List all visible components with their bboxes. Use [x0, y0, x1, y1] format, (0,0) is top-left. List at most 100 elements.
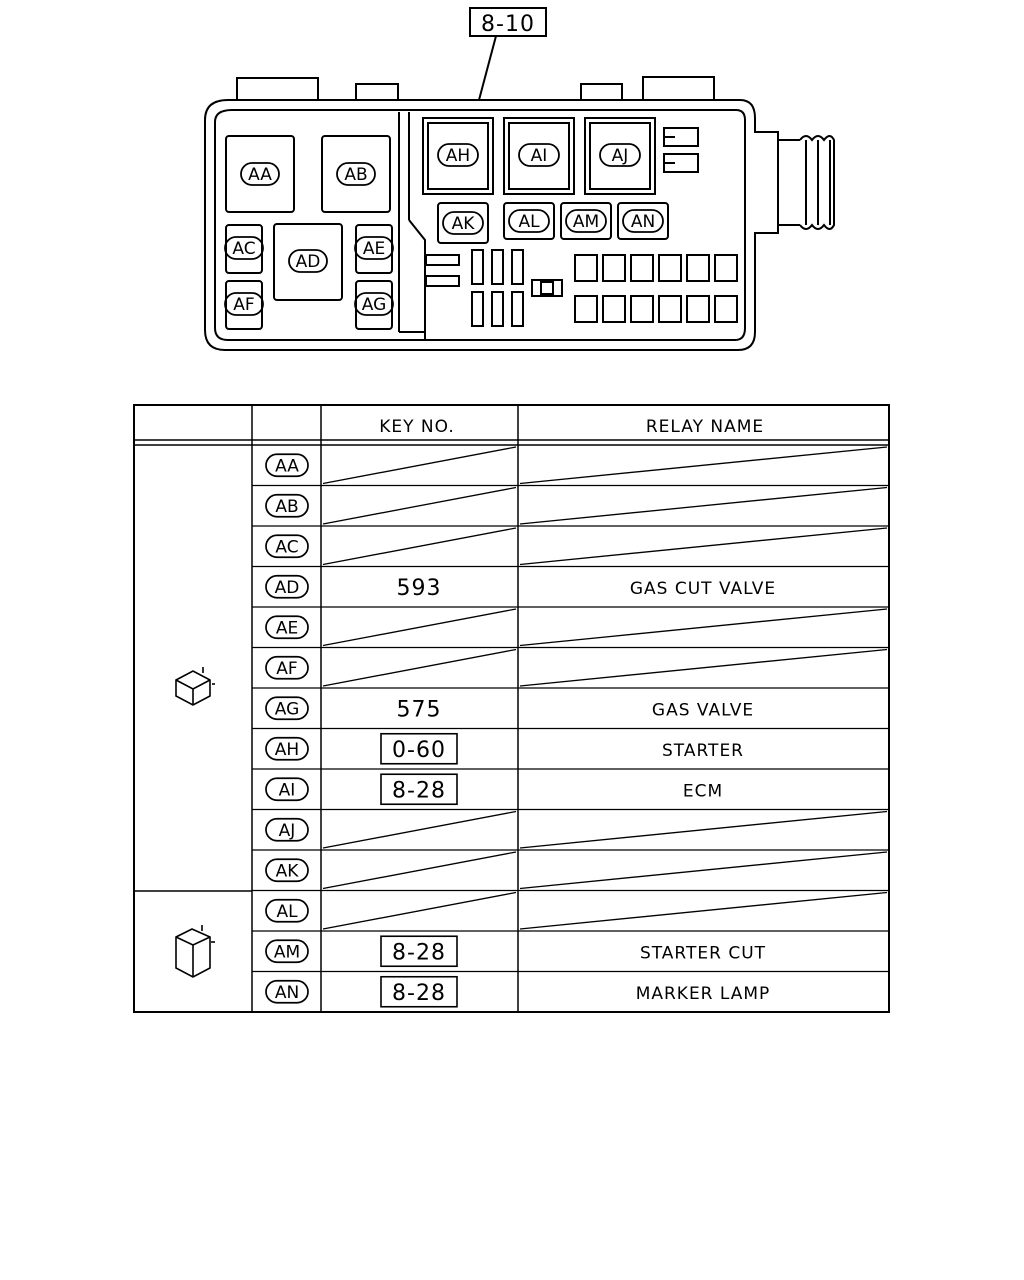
- slot-ah: [422, 117, 494, 195]
- empty-name-slash: [519, 608, 888, 647]
- row-relay-name: MARKER LAMP: [636, 984, 771, 1004]
- empty-name-slash: [519, 891, 888, 930]
- row-relay-name: ECM: [683, 781, 723, 801]
- slot-ab: [321, 135, 391, 213]
- slot-tag-af: AF: [233, 295, 254, 315]
- slot-aa: [225, 135, 295, 213]
- reference-box: [469, 7, 547, 37]
- key-ref-box: [380, 975, 458, 1008]
- table-row: AG 575 GAS VALVE: [252, 696, 889, 730]
- row-tag: AC: [275, 537, 298, 557]
- relay-table: [133, 404, 890, 1013]
- fuse-slots: [425, 249, 738, 327]
- empty-key-slash: [322, 608, 517, 647]
- empty-name-slash: [519, 446, 888, 485]
- slot-af: [225, 280, 263, 330]
- row-tag: AH: [275, 740, 299, 760]
- slot-tag-ak: AK: [452, 214, 476, 234]
- table-row: AB: [252, 486, 889, 527]
- empty-key-slash: [322, 891, 517, 930]
- row-tag: AN: [275, 983, 299, 1003]
- row-tag: AM: [274, 942, 300, 962]
- slot-ai: [503, 117, 575, 195]
- slot-ak: [437, 202, 489, 244]
- row-key-no: 593: [397, 576, 442, 601]
- row-relay-name: GAS CUT VALVE: [630, 579, 776, 599]
- empty-name-slash: [519, 810, 888, 849]
- table-row: AH 0-60 STARTER: [252, 732, 889, 770]
- row-tag: AL: [276, 902, 298, 922]
- empty-key-slash: [322, 446, 517, 485]
- row-relay-name: STARTER CUT: [640, 943, 766, 963]
- key-ref-box: [380, 935, 458, 968]
- header-relay-name: RELAY NAME: [646, 417, 764, 437]
- relay-type-icon-tall: [175, 925, 215, 978]
- slot-ae: [355, 224, 393, 274]
- row-tag: AJ: [279, 821, 296, 841]
- slot-am: [560, 202, 612, 240]
- slot-tag-aa: AA: [248, 165, 272, 185]
- row-tag: AG: [275, 699, 300, 719]
- row-tag: AD: [275, 578, 300, 598]
- table-row: AL: [252, 891, 889, 932]
- key-ref-box: [380, 773, 458, 806]
- row-tag: AE: [276, 618, 298, 638]
- table-rows: AA AB AC AD 593 GAS CUT VALVE AE AF AG 575 GAS VAL…: [252, 446, 889, 1008]
- slot-an: [617, 202, 669, 240]
- empty-key-slash: [322, 486, 517, 525]
- slot-tag-ad: AD: [296, 252, 321, 272]
- leader-line: [478, 35, 497, 101]
- slot-tag-an: AN: [631, 212, 655, 232]
- table-row: AF: [252, 648, 889, 689]
- empty-key-slash: [322, 810, 517, 849]
- header-key-no: KEY NO.: [379, 417, 455, 437]
- slot-tag-ae: AE: [363, 239, 385, 259]
- empty-name-slash: [519, 648, 888, 687]
- table-row: AM 8-28 STARTER CUT: [252, 935, 889, 973]
- row-relay-name: STARTER: [662, 741, 744, 761]
- slot-ad: [273, 223, 343, 301]
- slot-tag-ac: AC: [232, 239, 255, 259]
- row-key-no: 575: [397, 697, 442, 722]
- row-key-no: 0-60: [392, 738, 446, 763]
- row-key-no: 8-28: [392, 778, 446, 803]
- empty-name-slash: [519, 527, 888, 566]
- slot-tag-ai: AI: [531, 146, 548, 166]
- empty-key-slash: [322, 648, 517, 687]
- row-tag: AK: [276, 861, 300, 881]
- table-row: AJ: [252, 810, 889, 851]
- reference-label: 8-10: [481, 12, 535, 37]
- table-row: AC: [252, 527, 889, 568]
- empty-key-slash: [322, 527, 517, 566]
- row-key-no: 8-28: [392, 940, 446, 965]
- slot-tag-ab: AB: [344, 165, 367, 185]
- slot-tag-ah: AH: [446, 146, 470, 166]
- row-tag: AB: [275, 497, 298, 517]
- table-row: AD 593 GAS CUT VALVE: [252, 574, 889, 608]
- slot-aj: [584, 117, 656, 195]
- slot-tag-ag: AG: [362, 295, 387, 315]
- table-row: AE: [252, 608, 889, 649]
- relay-type-icon-cube: [175, 667, 215, 706]
- slot-al: [503, 202, 555, 240]
- relay-box-housing: [204, 76, 835, 351]
- empty-name-slash: [519, 486, 888, 525]
- table-row: AK: [252, 851, 889, 892]
- row-tag: AA: [275, 456, 299, 476]
- empty-name-slash: [519, 851, 888, 890]
- key-ref-box: [380, 732, 458, 765]
- table-row: AN 8-28 MARKER LAMP: [265, 975, 771, 1008]
- table-row: AI 8-28 ECM: [252, 773, 889, 811]
- table-row: AA: [252, 446, 889, 487]
- row-tag: AI: [279, 780, 296, 800]
- slot-tag-am: AM: [573, 212, 599, 232]
- row-tag: AF: [276, 659, 297, 679]
- row-relay-name: GAS VALVE: [652, 700, 754, 720]
- slot-ac: [225, 224, 263, 274]
- row-key-no: 8-28: [392, 981, 446, 1006]
- empty-key-slash: [322, 851, 517, 890]
- slot-ag: [355, 280, 393, 330]
- slot-tag-aj: AJ: [612, 146, 629, 166]
- slot-tag-al: AL: [518, 212, 540, 232]
